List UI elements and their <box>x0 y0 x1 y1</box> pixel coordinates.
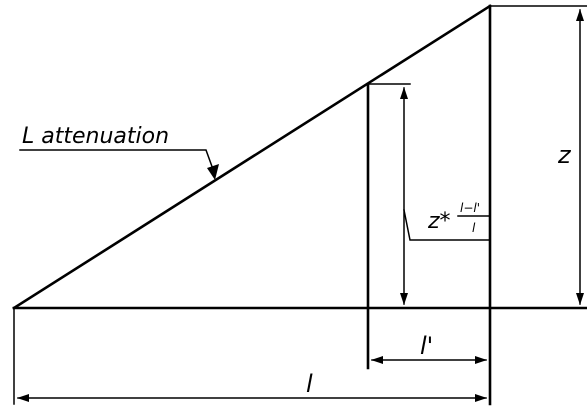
z-label: z <box>557 141 572 169</box>
attenuation-label: L attenuation <box>22 124 169 149</box>
reduced-height-fraction-numerator: l−l' <box>460 201 480 215</box>
inner-section <box>366 82 411 370</box>
attenuation-leader-arrowhead <box>207 164 219 180</box>
triangle-outline <box>12 4 587 406</box>
l-label: l <box>306 370 313 398</box>
reduced-height-leader <box>403 209 491 241</box>
l-prime-label: l' <box>420 332 433 360</box>
attenuation-leader <box>19 149 215 173</box>
reduced-height-base-label: z* <box>427 209 451 234</box>
reduced-height-fraction-denominator: l <box>472 221 476 235</box>
